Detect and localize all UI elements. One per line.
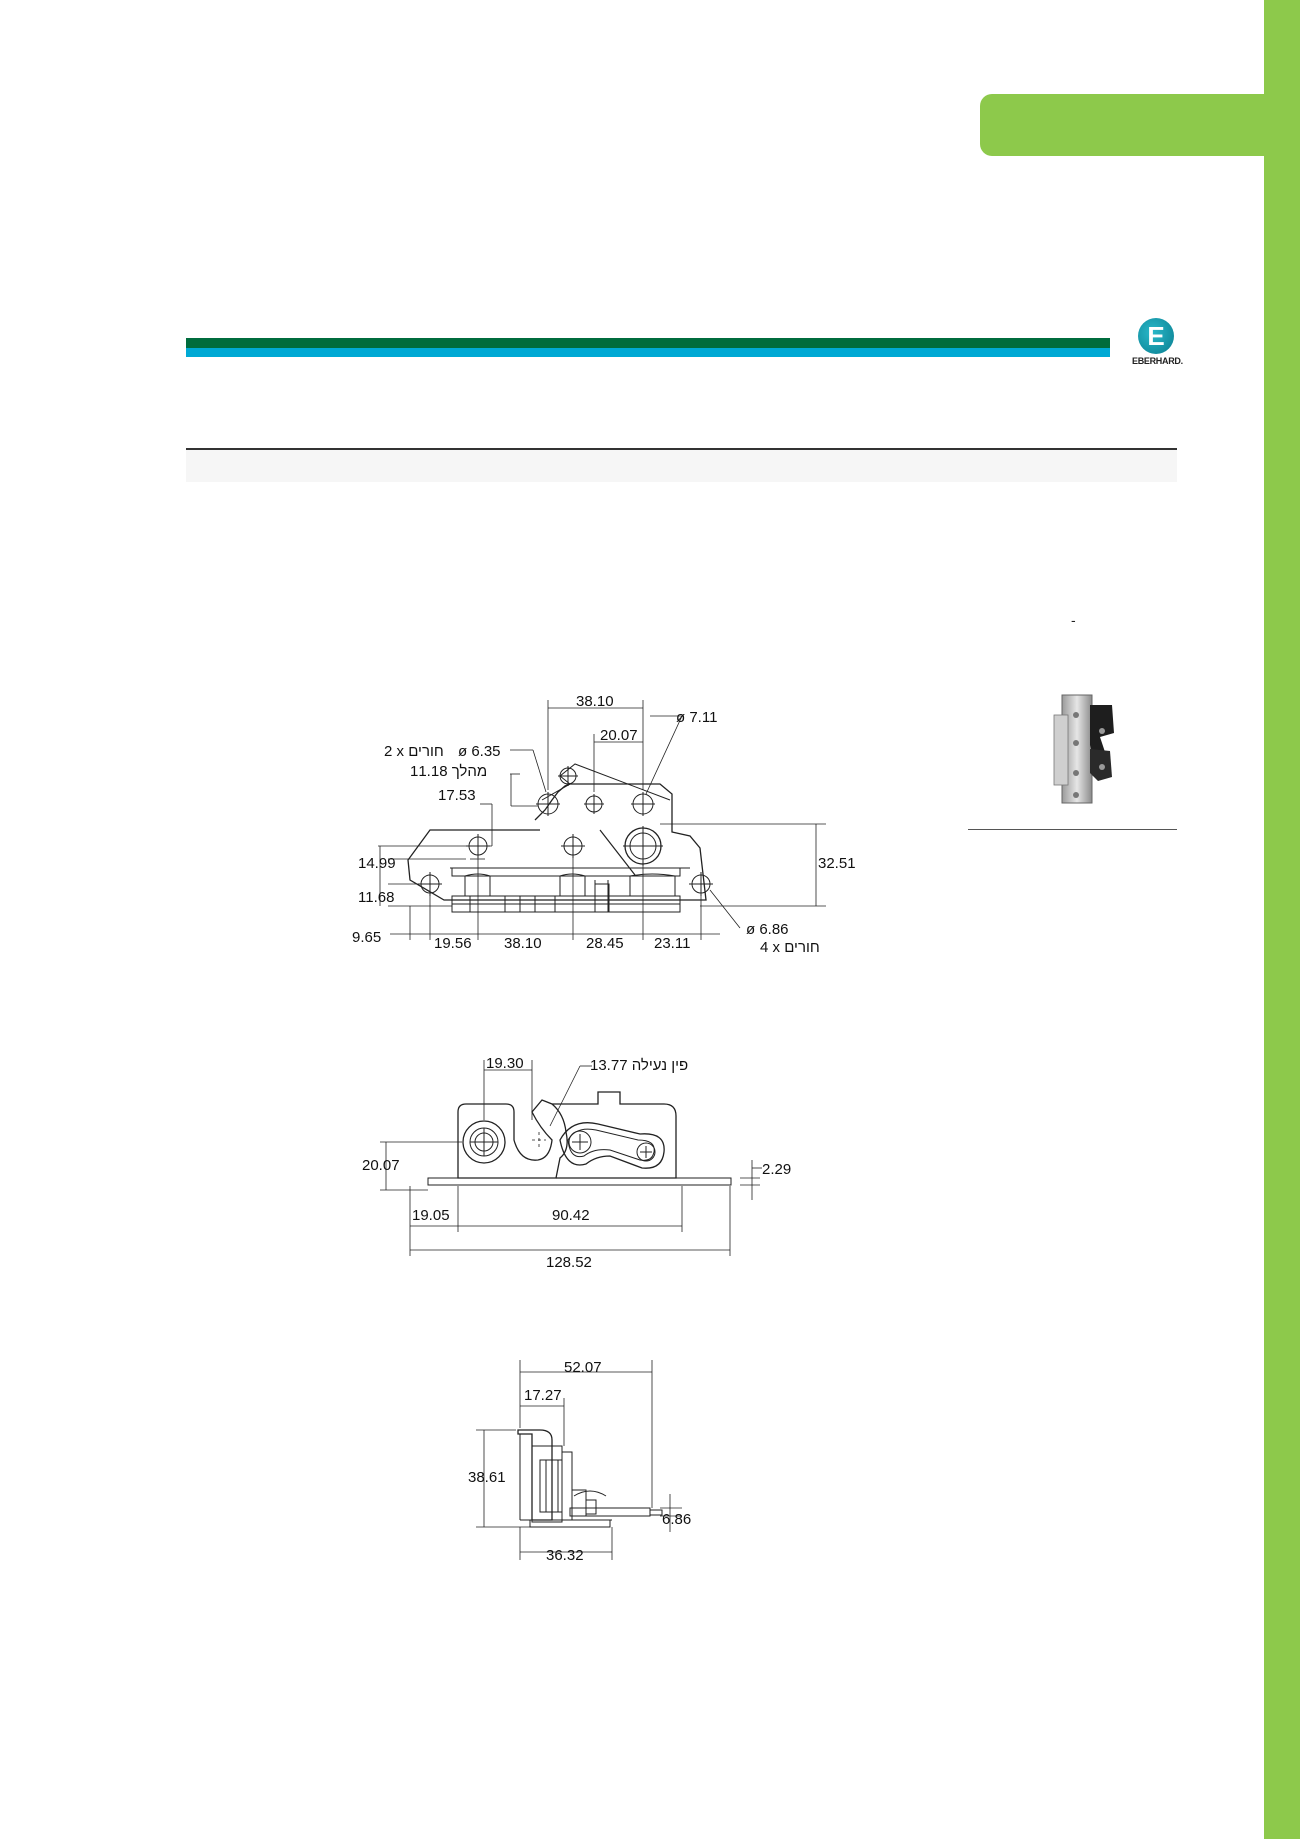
header-band-dark <box>186 338 1110 348</box>
front-dim-top-span: 38.10 <box>576 693 614 710</box>
product-photo <box>1053 694 1114 804</box>
front-dim-b3: 38.10 <box>504 935 542 952</box>
side-dim-b1: 19.05 <box>412 1207 450 1224</box>
photo-rule <box>968 829 1177 830</box>
side-dim-left-h: 20.07 <box>362 1157 400 1174</box>
side-dim-thick: 2.29 <box>762 1161 791 1178</box>
logo-letter: E <box>1147 321 1165 351</box>
side-dim-overall: 128.52 <box>546 1254 592 1271</box>
front-dim-travel: 11.18 מהלך <box>410 763 487 780</box>
side-view: 19.30 13.77 פין נעילה 20.07 2.29 19.05 9… <box>362 1055 791 1271</box>
front-dim-holes-4x-b: 4 x חורים <box>760 939 820 956</box>
front-dim-height-1: 17.53 <box>438 787 476 804</box>
front-dim-b5: 23.11 <box>654 935 690 952</box>
end-dim-height: 38.61 <box>468 1469 506 1486</box>
end-dim-top-sub: 17.27 <box>524 1387 562 1404</box>
front-dim-holes-2x-a: ø 6.35 <box>458 743 501 760</box>
side-dim-top: 19.30 <box>486 1055 524 1072</box>
front-dim-b1: 9.65 <box>352 929 381 946</box>
end-dim-bottom: 36.32 <box>546 1547 584 1564</box>
front-dim-b4: 28.45 <box>586 935 624 952</box>
section-header-row <box>186 450 1177 482</box>
header-tab <box>980 94 1270 156</box>
side-dim-b2: 90.42 <box>552 1207 590 1224</box>
front-dim-b2: 19.56 <box>434 935 472 952</box>
end-dim-thick: 6.86 <box>662 1511 691 1528</box>
side-note: - <box>1071 612 1076 628</box>
front-dim-left-1: 14.99 <box>358 855 396 872</box>
front-dim-hole-top: ø 7.11 <box>676 709 717 726</box>
end-dim-top: 52.07 <box>564 1359 602 1376</box>
front-dim-holes-2x-b: 2 x חורים <box>384 743 444 760</box>
front-view: 38.10 20.07 ø 7.11 ø 6.35 2 x חורים 11.1… <box>352 693 856 956</box>
front-dim-right-h: 32.51 <box>818 855 856 872</box>
end-view: 52.07 17.27 38.61 6.86 36.32 <box>468 1359 691 1564</box>
eberhard-logo: E EBERHARD. <box>1132 318 1183 376</box>
front-dim-left-2: 11.68 <box>358 889 394 906</box>
side-dim-pin: 13.77 פין נעילה <box>590 1057 688 1074</box>
side-accent-bar <box>1264 0 1300 1839</box>
front-dim-top-sub: 20.07 <box>600 727 638 744</box>
logo-circle <box>1138 318 1174 354</box>
front-dim-holes-4x-a: ø 6.86 <box>746 921 789 938</box>
section-rule <box>186 448 1177 450</box>
header-band-cyan <box>186 348 1110 357</box>
logo-text: EBERHARD. <box>1132 356 1183 366</box>
